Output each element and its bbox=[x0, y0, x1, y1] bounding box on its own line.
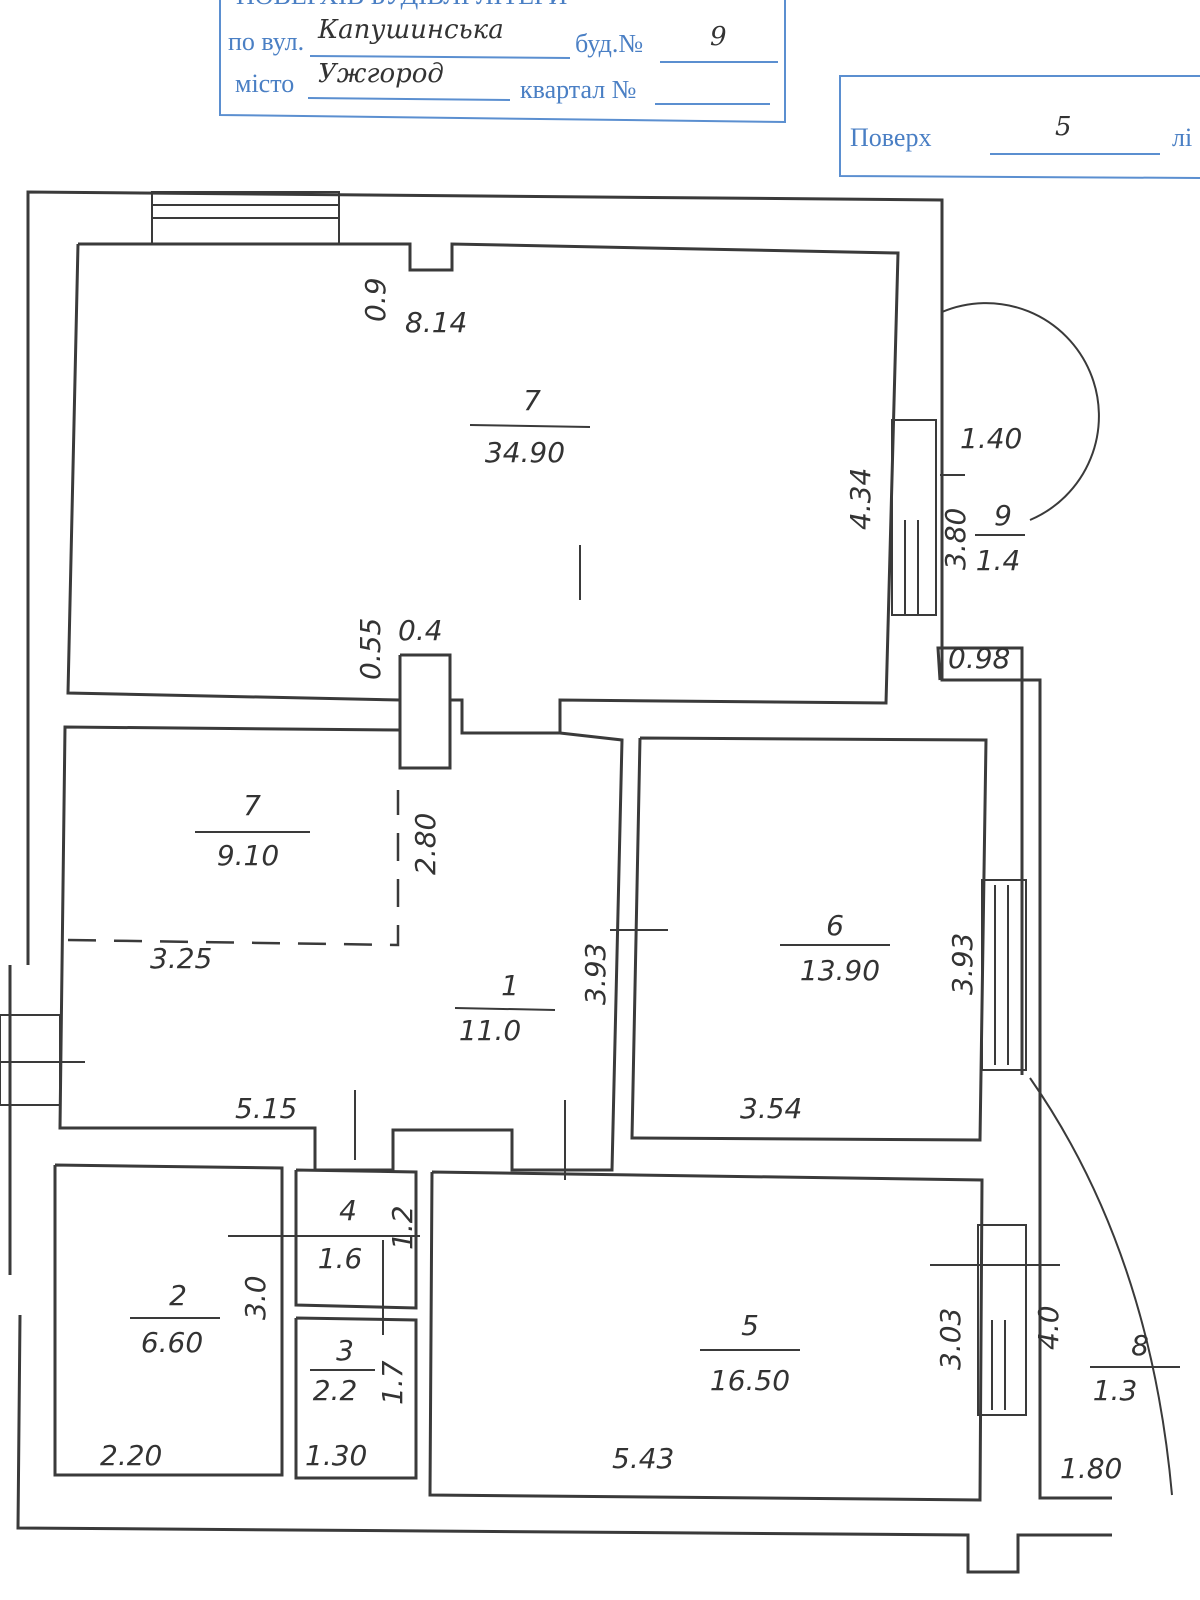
dimension: 2.20 bbox=[100, 1439, 162, 1472]
dimension: 4.0 bbox=[1032, 1305, 1065, 1350]
address-stamp: ПОВЕРХІВ БУДІВЛІ ЛІТЕРИ по вул. Капушинс… bbox=[219, 0, 786, 124]
city-label: місто bbox=[235, 69, 294, 98]
floor-stamp: Поверх 5 лі bbox=[839, 75, 1200, 179]
dimension: 3.80 bbox=[939, 508, 972, 570]
dimension: 1.40 bbox=[960, 422, 1022, 455]
dimension: 5.43 bbox=[612, 1442, 674, 1475]
room-area: 1.3 bbox=[1093, 1374, 1138, 1407]
building-label: буд.№ bbox=[575, 29, 643, 58]
dimension: 3.03 bbox=[934, 1308, 967, 1370]
dimension: 2.80 bbox=[409, 813, 442, 875]
dimension: 8.14 bbox=[405, 306, 467, 339]
room-number: 7 bbox=[243, 789, 261, 822]
dimension: 0.98 bbox=[948, 642, 1010, 675]
room-area: 1.4 bbox=[976, 544, 1021, 577]
dimension: 1.80 bbox=[1060, 1452, 1122, 1485]
dimension: 0.4 bbox=[398, 614, 443, 647]
room-area: 1.6 bbox=[318, 1242, 363, 1275]
room-area: 34.90 bbox=[485, 436, 565, 469]
sheet-label: лі bbox=[1172, 123, 1192, 152]
city-value: Ужгород bbox=[318, 59, 444, 89]
room-area: 16.50 bbox=[710, 1364, 790, 1397]
dimension: 3.93 bbox=[579, 943, 612, 1005]
room-number: 1 bbox=[501, 969, 519, 1002]
dimension: 1.7 bbox=[376, 1360, 409, 1405]
floor-label: Поверх bbox=[850, 123, 931, 152]
room-number: 5 bbox=[741, 1309, 759, 1342]
room-labels: 7 34.90 9 1.4 7 9.10 1 11.0 6 13.90 4 1.… bbox=[130, 384, 1180, 1407]
dimension: 5.15 bbox=[235, 1092, 297, 1125]
dimension: 0.9 bbox=[359, 277, 392, 322]
dimension: 3.93 bbox=[946, 933, 979, 995]
room-number: 8 bbox=[1131, 1329, 1149, 1362]
floor-value: 5 bbox=[1055, 112, 1072, 142]
room-area: 9.10 bbox=[217, 839, 279, 872]
block-label: квартал № bbox=[520, 75, 637, 104]
street-value: Капушинська bbox=[317, 15, 504, 45]
dimension: 3.25 bbox=[150, 942, 212, 975]
dimension: 4.34 bbox=[844, 468, 877, 530]
room-area: 13.90 bbox=[800, 954, 880, 987]
room-number: 3 bbox=[336, 1334, 354, 1367]
building-value: 9 bbox=[710, 22, 727, 52]
dimension: 1.2 bbox=[386, 1205, 419, 1250]
room-number: 2 bbox=[169, 1279, 187, 1312]
street-label: по вул. bbox=[228, 27, 304, 56]
room-area: 11.0 bbox=[459, 1014, 521, 1047]
dimension: 3.0 bbox=[239, 1275, 272, 1320]
room-number: 7 bbox=[523, 384, 541, 417]
walls bbox=[0, 190, 1173, 1574]
dimension: 1.30 bbox=[305, 1439, 367, 1472]
dimension: 0.55 bbox=[354, 618, 387, 680]
room-area: 2.2 bbox=[313, 1374, 358, 1407]
room-number: 6 bbox=[826, 909, 844, 942]
stamp-header: ПОВЕРХІВ БУДІВЛІ ЛІТЕРИ bbox=[236, 0, 568, 10]
dimension-labels: 0.9 8.14 4.34 1.40 3.80 0.55 0.4 0.98 2.… bbox=[100, 277, 1122, 1485]
room-number: 4 bbox=[339, 1194, 357, 1227]
room-number: 9 bbox=[994, 499, 1012, 532]
dimension: 3.54 bbox=[740, 1092, 802, 1125]
room-area: 6.60 bbox=[141, 1326, 203, 1359]
